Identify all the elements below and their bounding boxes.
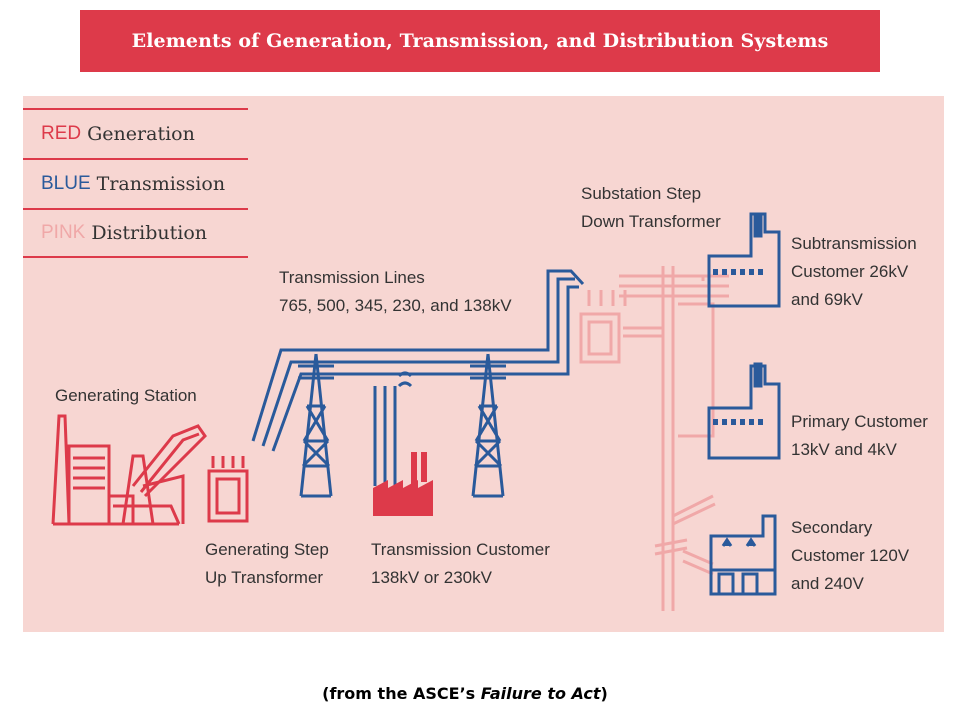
legend-label-transmission: Transmission	[96, 173, 226, 195]
legend-item-distribution: PINK Distribution	[23, 208, 248, 258]
label-subtransmission-line1: Subtransmission	[791, 234, 917, 253]
tower-icon-2	[470, 353, 506, 498]
transmission-customer-drop	[373, 371, 413, 486]
label-secondary-line2: Customer 120V	[791, 546, 910, 565]
step-down-transformer-icon	[579, 290, 627, 364]
label-substation: Substation Step Down Transformer	[581, 180, 721, 236]
label-generating-step-up-line1: Generating Step	[205, 540, 329, 559]
label-generating-station: Generating Station	[55, 382, 197, 410]
label-substation-line1: Substation Step	[581, 184, 702, 203]
diagram-panel: RED Generation BLUE Transmission PINK Di…	[23, 96, 944, 632]
grid-diagram	[51, 212, 781, 611]
label-subtransmission-line3: and 69kV	[791, 290, 863, 309]
step-up-transformer-icon	[207, 456, 249, 523]
label-transmission-lines: Transmission Lines 765, 500, 345, 230, a…	[279, 264, 512, 320]
label-secondary-customer: Secondary Customer 120V and 240V	[791, 514, 909, 598]
label-generating-step-up-line2: Up Transformer	[205, 568, 324, 587]
legend-item-generation: RED Generation	[23, 108, 248, 158]
distribution-lines	[619, 266, 729, 611]
tower-icon	[298, 353, 334, 498]
house-icon	[709, 514, 777, 596]
label-secondary-line1: Secondary	[791, 518, 873, 537]
label-primary-line2: 13kV and 4kV	[791, 440, 897, 459]
generating-station-icon	[51, 414, 207, 526]
label-transmission-customer: Transmission Customer 138kV or 230kV	[371, 536, 550, 592]
label-transmission-lines-voltages: 765, 500, 345, 230, and 138kV	[279, 296, 512, 315]
label-subtransmission-customer: Subtransmission Customer 26kV and 69kV	[791, 230, 917, 314]
legend: RED Generation BLUE Transmission PINK Di…	[23, 108, 248, 258]
source-caption-prefix: (from the ASCE’s	[322, 684, 481, 703]
source-caption-suffix: )	[600, 684, 608, 703]
subtransmission-building-icon	[707, 212, 781, 308]
legend-key-red: RED	[41, 123, 82, 144]
label-generating-step-up: Generating Step Up Transformer	[205, 536, 329, 592]
legend-key-pink: PINK	[41, 222, 86, 243]
legend-key-blue: BLUE	[41, 173, 91, 194]
label-transmission-customer-line1: Transmission Customer	[371, 540, 550, 559]
label-primary-line1: Primary Customer	[791, 412, 928, 431]
source-caption-title: Failure to Act	[480, 684, 601, 703]
source-caption: (from the ASCE’s Failure to Act)	[0, 684, 930, 703]
transmission-lines	[251, 269, 585, 452]
label-generating-station-text: Generating Station	[55, 386, 197, 405]
label-transmission-customer-line2: 138kV or 230kV	[371, 568, 492, 587]
title-banner: Elements of Generation, Transmission, an…	[80, 10, 880, 72]
label-primary-customer: Primary Customer 13kV and 4kV	[791, 408, 928, 464]
legend-item-transmission: BLUE Transmission	[23, 158, 248, 208]
legend-label-distribution: Distribution	[91, 222, 208, 244]
legend-label-generation: Generation	[87, 123, 195, 145]
primary-building-icon	[707, 362, 781, 460]
label-substation-line2: Down Transformer	[581, 212, 721, 231]
label-secondary-line3: and 240V	[791, 574, 864, 593]
label-subtransmission-line2: Customer 26kV	[791, 262, 909, 281]
factory-icon	[373, 452, 433, 516]
label-transmission-lines-title: Transmission Lines	[279, 268, 425, 287]
page-title: Elements of Generation, Transmission, an…	[131, 30, 829, 52]
